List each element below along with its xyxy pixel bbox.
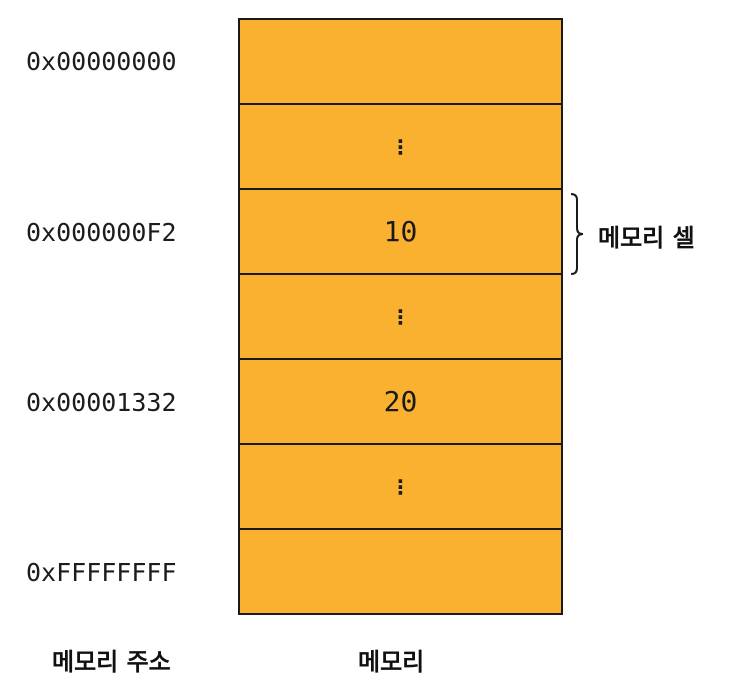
address-label-second: 0x000000F2 bbox=[26, 218, 177, 247]
address-label-last: 0xFFFFFFFF bbox=[26, 558, 177, 587]
memory-cell-value: 10 bbox=[383, 215, 418, 248]
memory-cell-highlighted: 10 bbox=[240, 190, 561, 275]
memory-cell: ⋮ bbox=[240, 105, 561, 190]
right-brace-icon bbox=[570, 193, 584, 275]
memory-cell bbox=[240, 20, 561, 105]
memory-cell: 20 bbox=[240, 360, 561, 445]
address-label-first: 0x00000000 bbox=[26, 47, 177, 76]
vertical-ellipsis-icon: ⋮ bbox=[390, 474, 411, 499]
address-label-third: 0x00001332 bbox=[26, 388, 177, 417]
vertical-ellipsis-icon: ⋮ bbox=[390, 134, 411, 159]
memory-block: ⋮ 10 ⋮ 20 ⋮ bbox=[238, 18, 563, 615]
memory-cell: ⋮ bbox=[240, 275, 561, 360]
memory-cell-value: 20 bbox=[383, 385, 418, 418]
memory-address-label: 메모리 주소 bbox=[52, 648, 171, 676]
memory-cell-label: 메모리 셀 bbox=[598, 224, 695, 252]
memory-label: 메모리 bbox=[358, 648, 425, 676]
vertical-ellipsis-icon: ⋮ bbox=[390, 304, 411, 329]
memory-cell bbox=[240, 530, 561, 613]
memory-cell: ⋮ bbox=[240, 445, 561, 530]
